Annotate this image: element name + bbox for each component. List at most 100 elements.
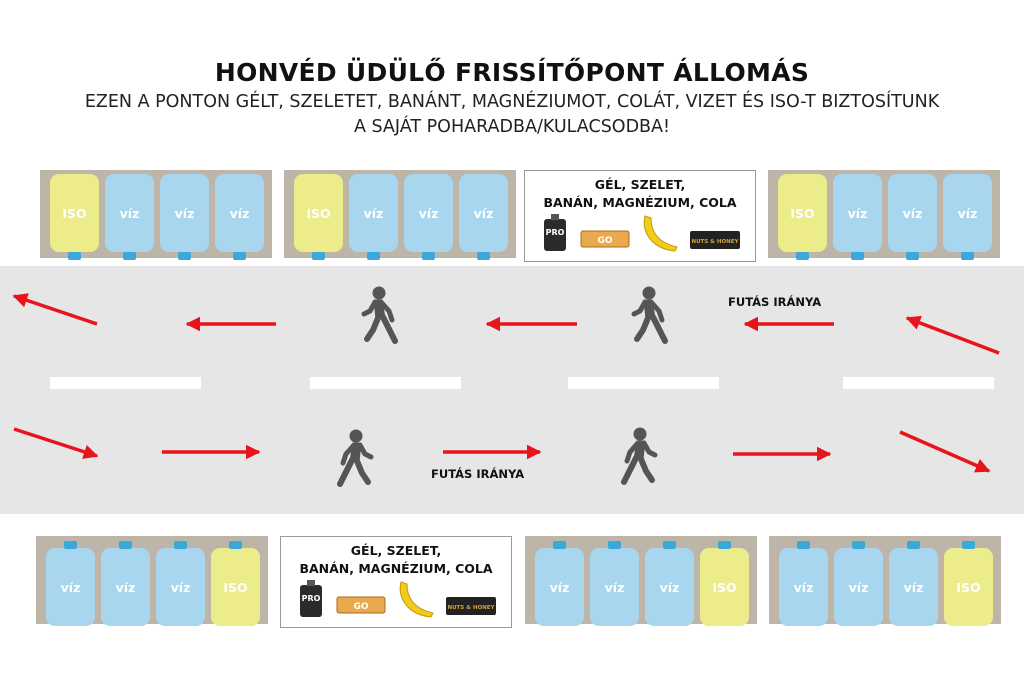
bottle-label: víz [115,579,136,595]
iso-bottle: ISO [944,548,993,626]
food-line-1: GÉL, SZELET, [350,543,442,558]
food-line-1: GÉL, SZELET, [594,177,686,192]
bottle-cap [961,252,974,260]
lane-marking [310,377,461,389]
food-list: GÉL, SZELET, BANÁN, MAGNÉZIUM, COLA [281,542,511,578]
gel-pack-icon: PRO [544,214,566,251]
bottle-cap [553,541,566,549]
bottle-label: víz [363,205,384,221]
subtitle-line-2: A SAJÁT POHARADBA/KULACSODBA! [353,117,671,137]
subtitle-line-1: EZEN A PONTON GÉLT, SZELETET, BANÁNT, MA… [84,92,940,112]
protein-bar-icon: NUTS & HONEY [690,231,740,249]
bottle-cap [178,252,191,260]
bottle-label: víz [604,579,625,595]
water-bottle: víz [779,548,828,626]
bottle-label: víz [848,579,869,595]
bottle-cap [797,541,810,549]
water-bottle: víz [833,174,882,252]
food-items: PRO GO NUTS & HONEY [544,214,740,252]
water-bottle: víz [215,174,264,252]
runner-icon [340,430,371,484]
gel-pack-icon: PRO [300,580,322,617]
bottle-label: víz [418,205,439,221]
bar-label: GO [353,602,368,612]
lane-marking [568,377,719,389]
bottle-cap [233,252,246,260]
lane-marking [843,377,994,389]
water-bottle: víz [101,548,150,626]
gel-label: PRO [302,594,321,603]
water-bottle: víz [160,174,209,252]
water-bottle: víz [943,174,992,252]
protein-bar-label: NUTS & HONEY [447,605,495,611]
bottle-cap [477,252,490,260]
bottle-label: víz [60,579,81,595]
runner-icon [364,287,395,341]
water-bottle: víz [834,548,883,626]
bottle-label: ISO [790,205,815,221]
banana-icon [399,581,434,618]
protein-bar-icon: NUTS & HONEY [446,597,496,615]
food-station-top: GÉL, SZELET, BANÁN, MAGNÉZIUM, COLA PRO GO N… [524,170,756,262]
direction-arrow-icon [899,430,991,473]
bottle-cap [422,252,435,260]
bottle-label: víz [903,579,924,595]
bottle-label: víz [902,205,923,221]
water-bottle: víz [645,548,694,626]
bottle-label: ISO [62,205,87,221]
bottle-label: víz [473,205,494,221]
water-bottle: víz [404,174,453,252]
water-bottle: víz [459,174,508,252]
bottle-cap [663,541,676,549]
bottle-label: ISO [956,579,981,595]
bottle-label: ISO [223,579,248,595]
bottle-label: víz [847,205,868,221]
gel-label: PRO [546,228,565,237]
food-items: PRO GO NUTS & HONEY [300,580,496,618]
page-title: HONVÉD ÜDÜLŐ FRISSÍTŐPONT ÁLLOMÁS [214,58,810,87]
water-bottle: víz [535,548,584,626]
bottle-cap [64,541,77,549]
water-bottle: víz [46,548,95,626]
energy-bar-icon: GO [336,596,386,614]
iso-bottle: ISO [294,174,343,252]
lane-marking [50,377,201,389]
food-line-2: BANÁN, MAGNÉZIUM, COLA [543,195,737,210]
bottle-cap [68,252,81,260]
direction-arrow-icon [905,315,1000,355]
bottle-label: víz [659,579,680,595]
bottle-label: víz [174,205,195,221]
bottle-cap [119,541,132,549]
bottle-label: ISO [306,205,331,221]
bottle-cap [718,541,731,549]
running-direction-label-top: FUTÁS IRÁNYA [728,295,822,309]
bottle-label: víz [170,579,191,595]
food-list: GÉL, SZELET, BANÁN, MAGNÉZIUM, COLA [525,176,755,212]
protein-bar-label: NUTS & HONEY [691,239,739,245]
bottle-label: ISO [712,579,737,595]
running-direction-label-bottom: FUTÁS IRÁNYA [431,467,525,481]
bottle-cap [906,252,919,260]
bottle-cap [608,541,621,549]
water-bottle: víz [590,548,639,626]
bottle-label: víz [957,205,978,221]
energy-bar-icon: GO [580,230,630,248]
food-line-2: BANÁN, MAGNÉZIUM, COLA [299,561,493,576]
bottle-label: víz [549,579,570,595]
water-bottle: víz [156,548,205,626]
bottle-label: víz [793,579,814,595]
bottle-cap [851,252,864,260]
bottle-cap [907,541,920,549]
bottle-cap [174,541,187,549]
iso-bottle: ISO [50,174,99,252]
bottle-label: víz [119,205,140,221]
iso-bottle: ISO [700,548,749,626]
water-bottle: víz [889,548,938,626]
iso-bottle: ISO [211,548,260,626]
road [0,266,1024,514]
bottle-cap [229,541,242,549]
bottle-cap [962,541,975,549]
direction-arrow-icon [12,293,98,326]
runner-icon [624,428,655,482]
